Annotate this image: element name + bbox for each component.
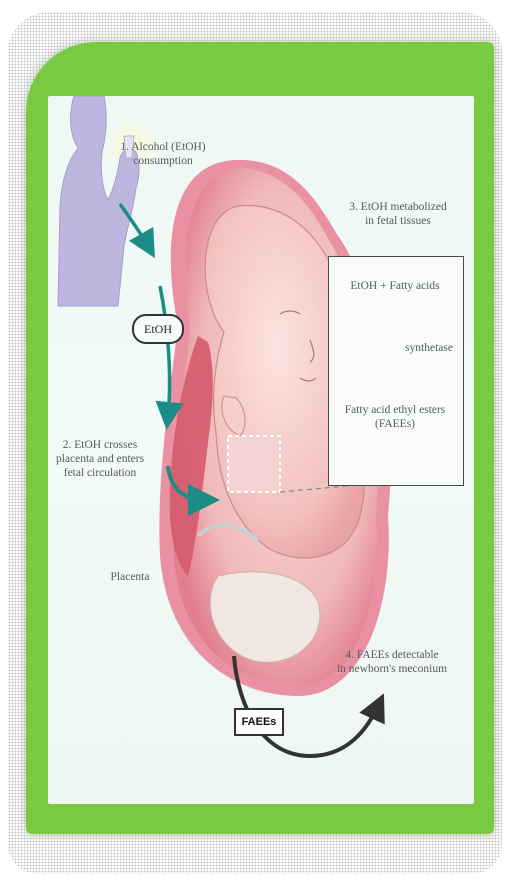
step2-label: 2. EtOH crosses placenta and enters feta… [54,438,146,480]
products-label: Fatty acid ethyl esters (FAEEs) [333,403,457,431]
faees-box: FAEEs [234,708,284,736]
teal-arrow-to-placenta [160,286,170,416]
enzyme-label: synthetase [399,341,459,355]
illustration-panel: 1. Alcohol (EtOH) consumption EtOH 2. Et… [48,96,474,804]
reaction-box: EtOH + Fatty acids synthetase Fatty acid… [328,256,464,486]
placenta-label: Placenta [100,570,160,584]
tissue-highlight-box [228,436,280,492]
step3-label: 3. EtOH metabolized in fetal tissues [338,200,458,228]
step1-label: 1. Alcohol (EtOH) consumption [108,140,218,168]
ethoh-badge: EtOH [132,314,184,344]
step4-label: 4. FAEEs detectable in newborn's meconiu… [322,648,462,676]
reactants-label: EtOH + Fatty acids [333,279,457,293]
woman-drinking-silhouette [58,96,160,306]
